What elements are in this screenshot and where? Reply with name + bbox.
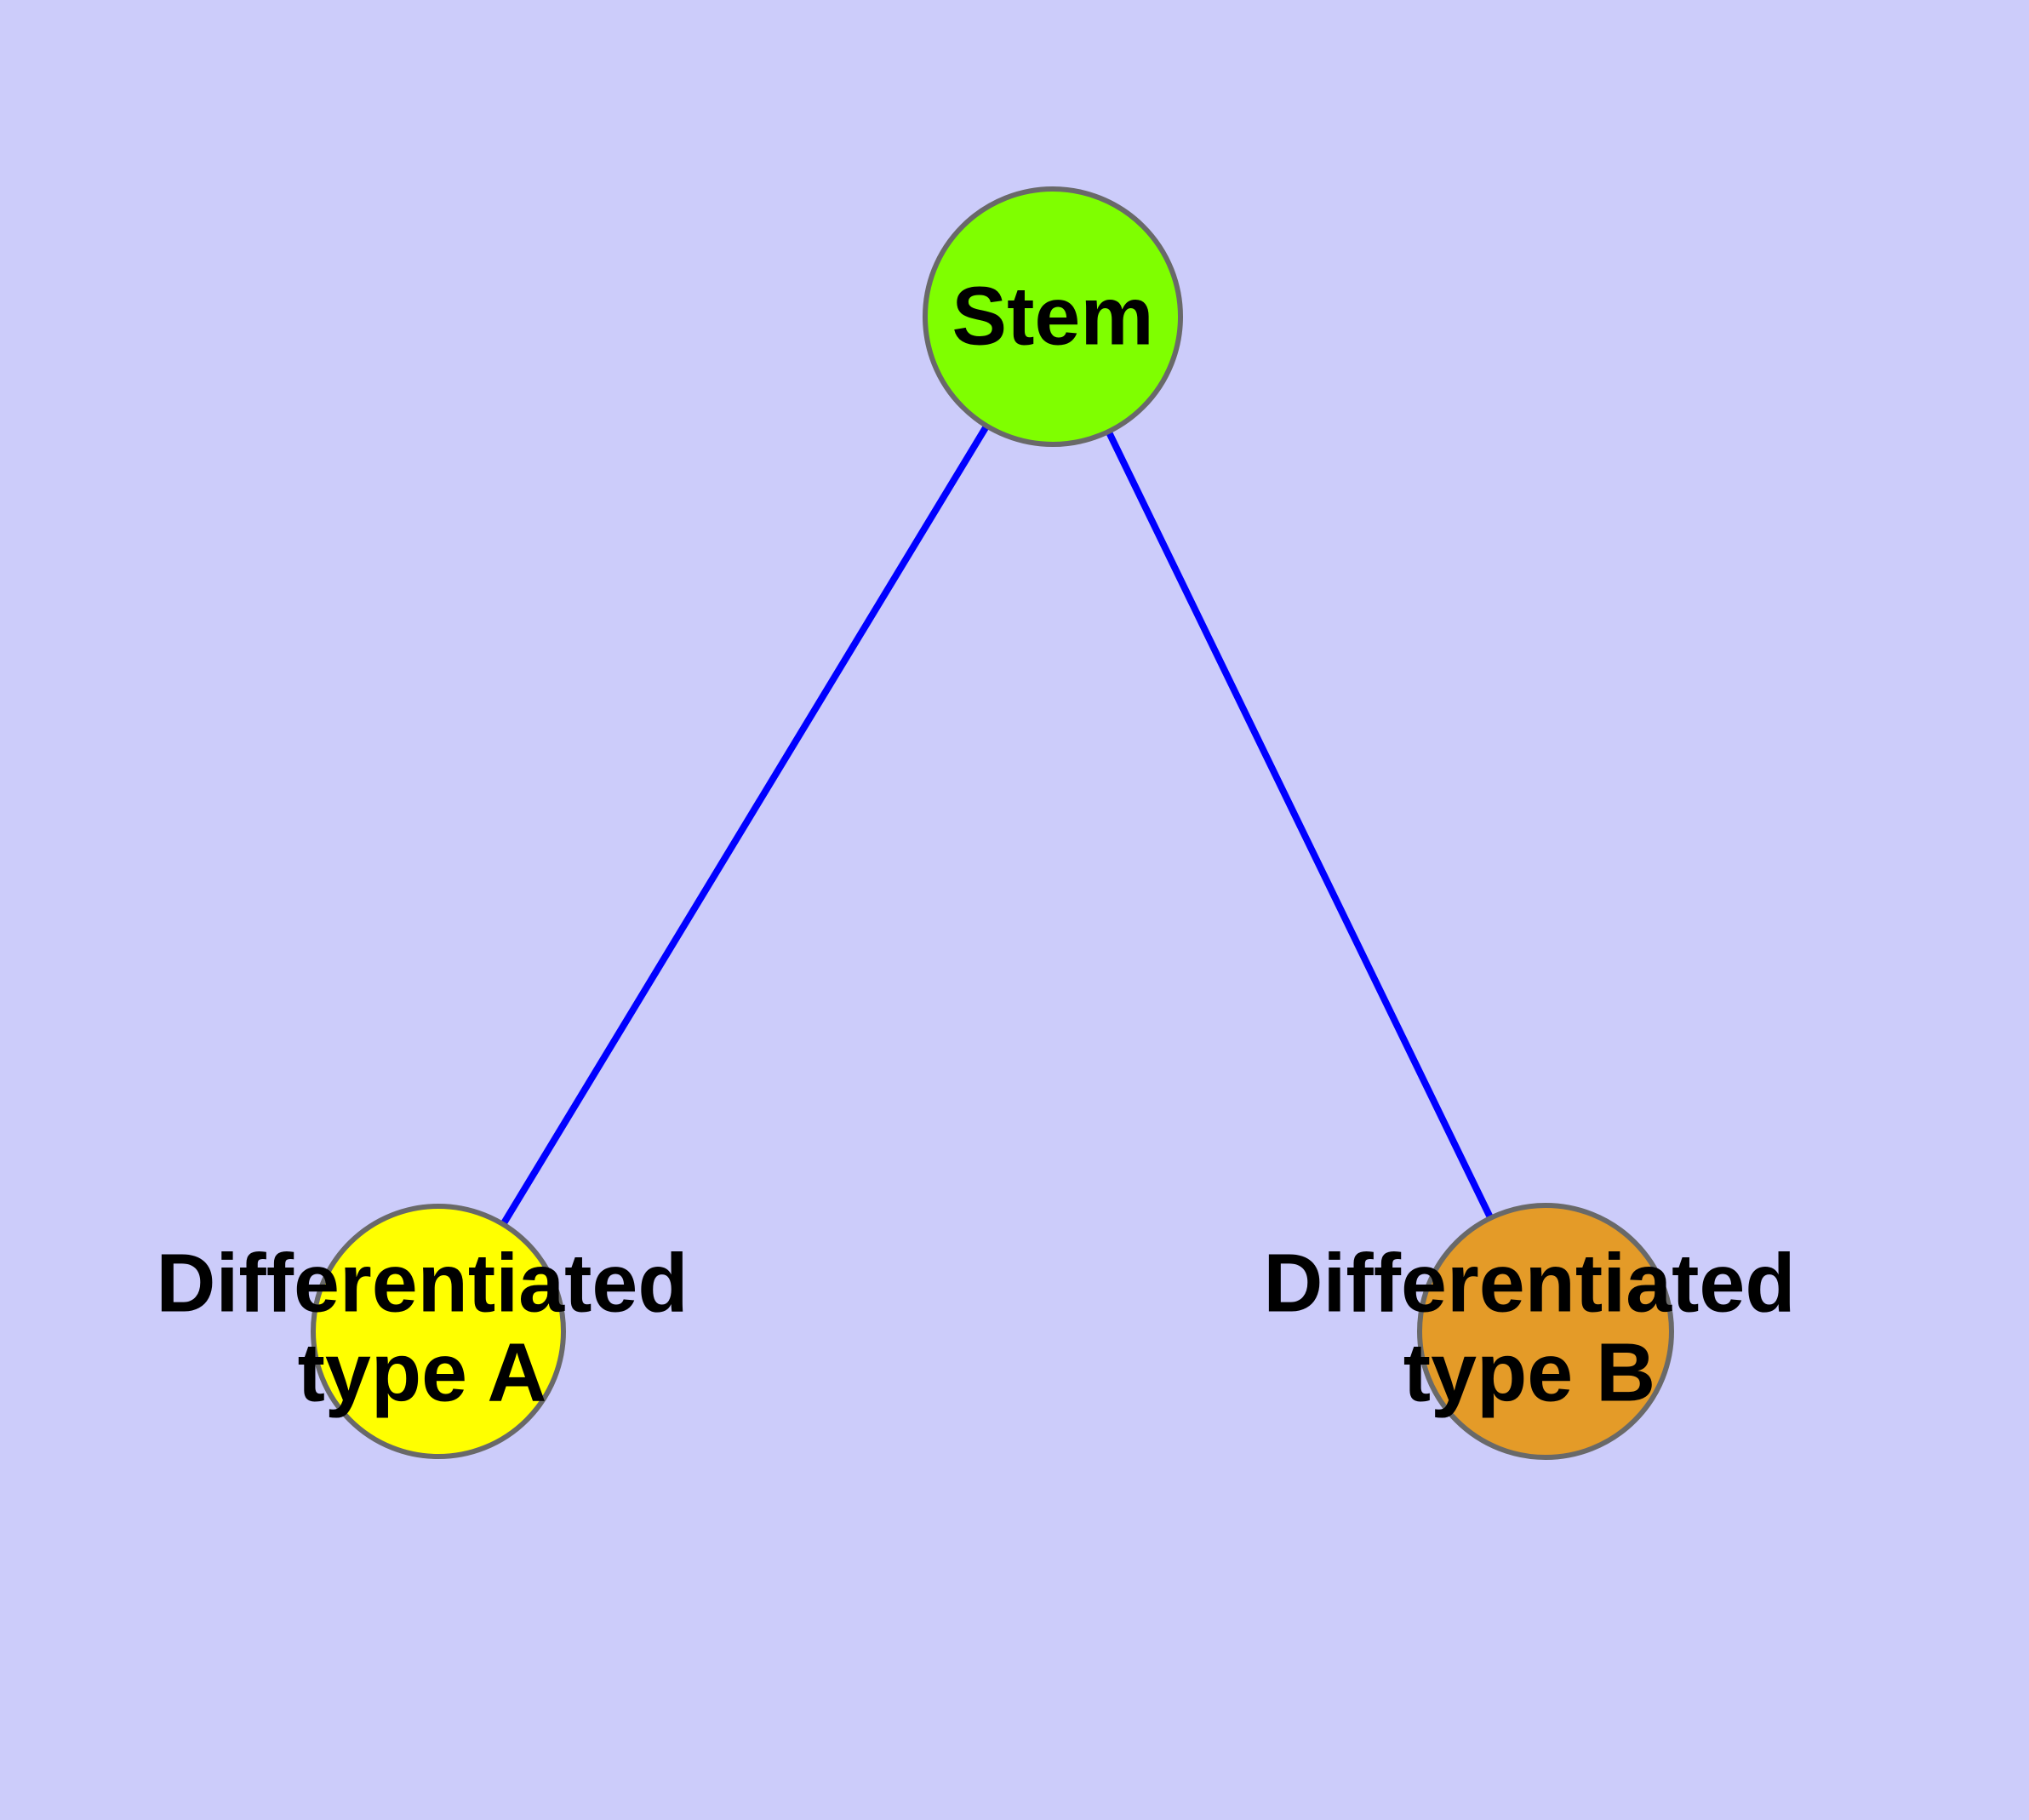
node-layer [311,186,1674,1460]
node-diff-a[interactable] [311,1204,566,1459]
node-diff-b[interactable] [1417,1203,1674,1460]
node-stem[interactable] [923,186,1183,447]
edge-stem-to-diff-b[interactable] [1049,315,1549,1333]
edge-layer [435,314,1549,1334]
edge-stem-to-diff-a[interactable] [435,314,1056,1334]
